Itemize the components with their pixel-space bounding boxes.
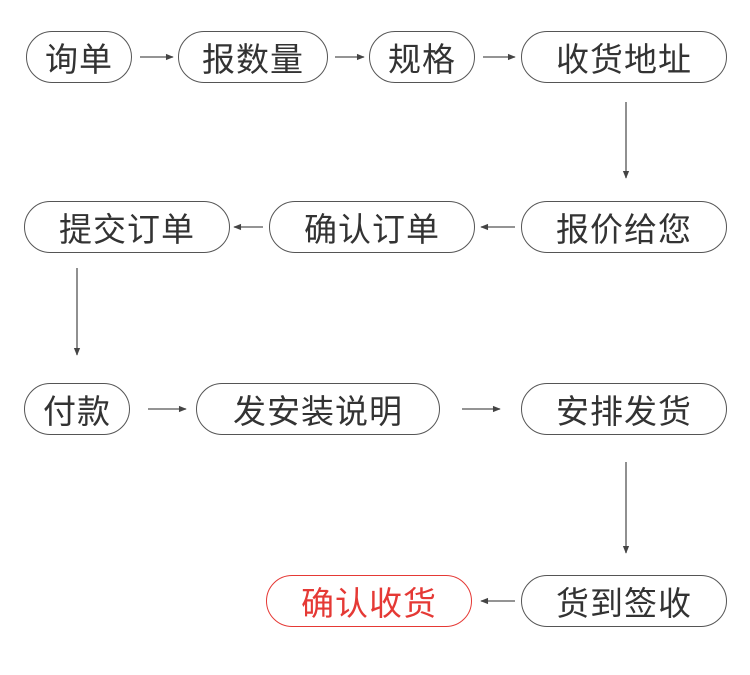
step-address: 收货地址 — [521, 31, 727, 83]
step-receipt-confirmed: 确认收货 — [266, 575, 472, 627]
step-ship: 安排发货 — [521, 383, 727, 435]
step-quote: 报价给您 — [521, 201, 727, 253]
step-install-guide: 发安装说明 — [196, 383, 440, 435]
step-submit-order: 提交订单 — [24, 201, 230, 253]
step-spec: 规格 — [369, 31, 475, 83]
step-confirm-order: 确认订单 — [269, 201, 475, 253]
step-sign: 货到签收 — [521, 575, 727, 627]
step-payment: 付款 — [24, 383, 130, 435]
step-quantity: 报数量 — [178, 31, 328, 83]
step-inquiry: 询单 — [26, 31, 132, 83]
